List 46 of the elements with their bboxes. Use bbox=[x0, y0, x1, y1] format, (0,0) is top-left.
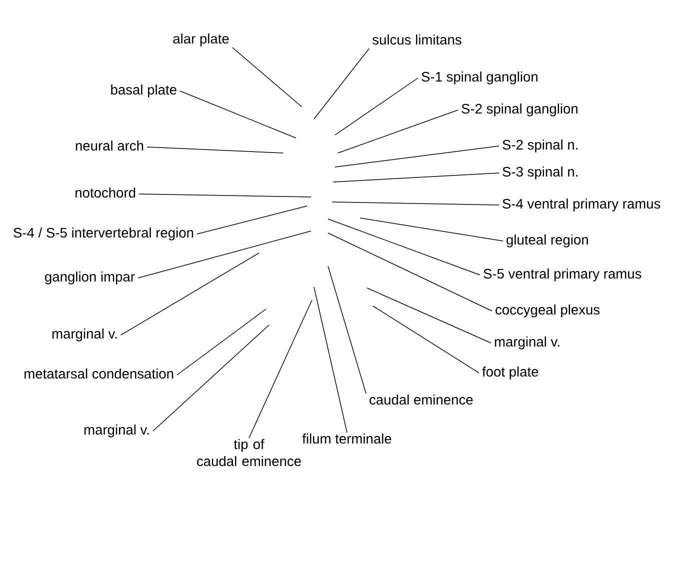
leader-line bbox=[366, 288, 492, 344]
part-label: coccygeal plexus bbox=[496, 304, 600, 318]
leader-line bbox=[196, 206, 308, 234]
part-label: S-3 spinal n. bbox=[502, 166, 578, 180]
leader-line bbox=[138, 194, 312, 198]
leader-line bbox=[138, 230, 312, 278]
part-label: S-4 / S-5 intervertebral region bbox=[14, 228, 194, 240]
leader-line bbox=[328, 266, 366, 394]
leader-line bbox=[176, 308, 266, 376]
part-label: marginal v. bbox=[494, 336, 560, 350]
leader-line bbox=[332, 202, 500, 206]
part-label: S-5 ventral primary ramus bbox=[484, 268, 642, 282]
leader-line bbox=[232, 47, 302, 108]
part-label: caudal eminence bbox=[370, 394, 473, 405]
part-label: metatarsal condensation bbox=[24, 368, 174, 379]
leader-line bbox=[152, 324, 270, 432]
part-label: alar plate bbox=[173, 34, 229, 46]
part-label: tip of caudal eminence bbox=[197, 438, 301, 466]
leader-line bbox=[334, 78, 418, 136]
leader-line bbox=[146, 146, 284, 154]
leader-line bbox=[338, 110, 458, 154]
part-label: gluteal region bbox=[506, 234, 588, 248]
part-label: S-2 spinal n. bbox=[502, 140, 578, 152]
part-label: S-4 ventral primary ramus bbox=[502, 198, 660, 212]
part-label: S-1 spinal ganglion bbox=[422, 72, 538, 84]
leader-line bbox=[332, 172, 500, 182]
part-label: marginal v. bbox=[84, 424, 149, 438]
leader-line bbox=[334, 146, 500, 168]
leader-line bbox=[314, 286, 348, 433]
leader-line bbox=[120, 252, 260, 336]
part-label: filum terminale bbox=[302, 433, 392, 444]
part-label: basal plate bbox=[111, 84, 176, 98]
part-label: marginal v. bbox=[52, 328, 117, 342]
leader-line bbox=[360, 218, 504, 242]
part-label: S-2 spinal ganglion bbox=[462, 104, 578, 116]
leader-line bbox=[328, 232, 492, 312]
leader-line bbox=[314, 48, 370, 120]
part-label: neural arch bbox=[76, 140, 144, 151]
leader-line bbox=[180, 90, 296, 138]
part-label: sulcus limitans bbox=[372, 34, 462, 45]
part-label: ganglion impar bbox=[45, 272, 135, 284]
leader-line bbox=[248, 300, 312, 438]
leader-line bbox=[328, 218, 480, 276]
leader-line bbox=[372, 306, 480, 374]
part-label: foot plate bbox=[482, 366, 538, 380]
part-label: notochord bbox=[76, 188, 136, 198]
